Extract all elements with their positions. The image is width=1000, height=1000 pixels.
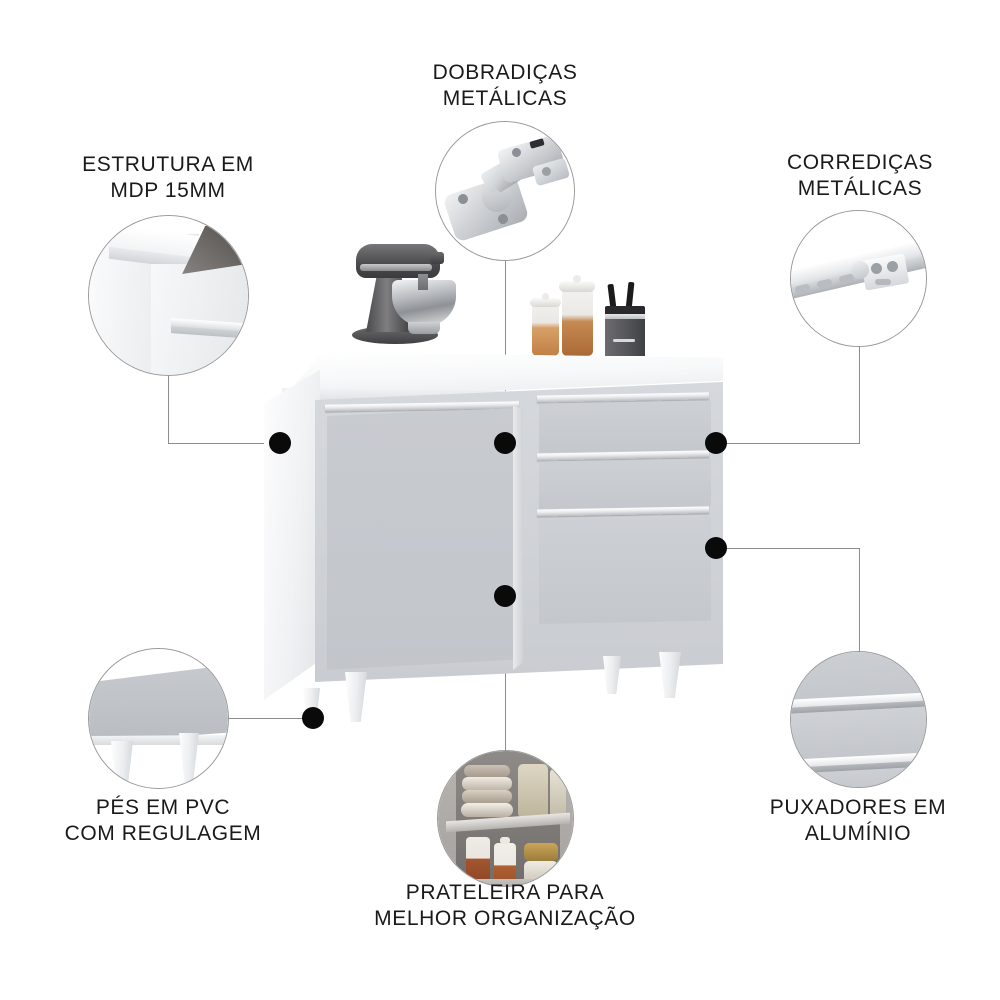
connector-line-puxadores-vertical: [859, 548, 860, 651]
connector-dot-puxadores: [705, 537, 727, 559]
panel-corner-icon: [89, 216, 248, 375]
callout-label-estrutura: ESTRUTURA EM MDP 15MM: [82, 153, 254, 203]
door-edge: [513, 406, 523, 670]
connector-line-pes-horizontal: [190, 718, 318, 719]
detail-bubble-estrutura: [88, 215, 249, 376]
connector-line-estrutura-vertical: [168, 375, 169, 443]
drawer-middle: [539, 459, 711, 509]
callout-label-puxadores: PUXADORES EM ALUMÍNIO: [769, 796, 947, 846]
connector-dot-pes: [302, 707, 324, 729]
detail-bubble-pes: [88, 648, 229, 789]
hinge-icon: [436, 122, 574, 260]
detail-bubble-prateleira: [437, 750, 574, 887]
callout-label-pes: PÉS EM PVC COM REGULAGEM: [64, 796, 262, 846]
connector-line-corredicas-horizontal: [714, 443, 860, 444]
detail-bubble-corredicas: [790, 210, 927, 347]
connector-dot-dobradicas: [494, 432, 516, 454]
cabinet-door: [327, 408, 515, 670]
leg-front-right: [659, 652, 681, 698]
detail-bubble-dobradicas: [435, 121, 575, 261]
canister-large-icon: [558, 275, 596, 356]
connector-line-prateleira-vertical: [505, 596, 506, 752]
slide-rail-icon: [791, 211, 926, 346]
canister-small-icon: [528, 293, 562, 356]
drawer-bottom: [539, 516, 711, 624]
connector-dot-corredicas: [705, 432, 727, 454]
connector-line-dobradicas-vertical: [505, 260, 506, 445]
callout-label-prateleira: PRATELEIRA PARA MELHOR ORGANIZAÇÃO: [374, 881, 636, 931]
knife-block-icon: [605, 280, 651, 356]
detail-bubble-puxadores: [790, 651, 927, 788]
drawer-top: [539, 401, 711, 453]
callout-label-corredicas: CORREDIÇAS METÁLICAS: [786, 151, 934, 201]
leg-front-left: [345, 672, 367, 722]
handle-icon: [791, 652, 926, 787]
connector-line-corredicas-vertical: [859, 346, 860, 444]
callout-label-dobradicas: DOBRADIÇAS METÁLICAS: [432, 61, 578, 111]
shelf-icon: [438, 751, 573, 886]
connector-dot-estrutura: [269, 432, 291, 454]
connector-line-estrutura-horizontal: [168, 443, 280, 444]
leg-back-right: [603, 656, 621, 694]
cabinet-side-panel: [264, 370, 320, 700]
product-illustration: [255, 244, 735, 750]
connector-line-puxadores-horizontal: [714, 548, 860, 549]
stand-mixer-icon: [330, 242, 460, 354]
leg-icon: [89, 649, 228, 788]
connector-dot-prateleira: [494, 585, 516, 607]
